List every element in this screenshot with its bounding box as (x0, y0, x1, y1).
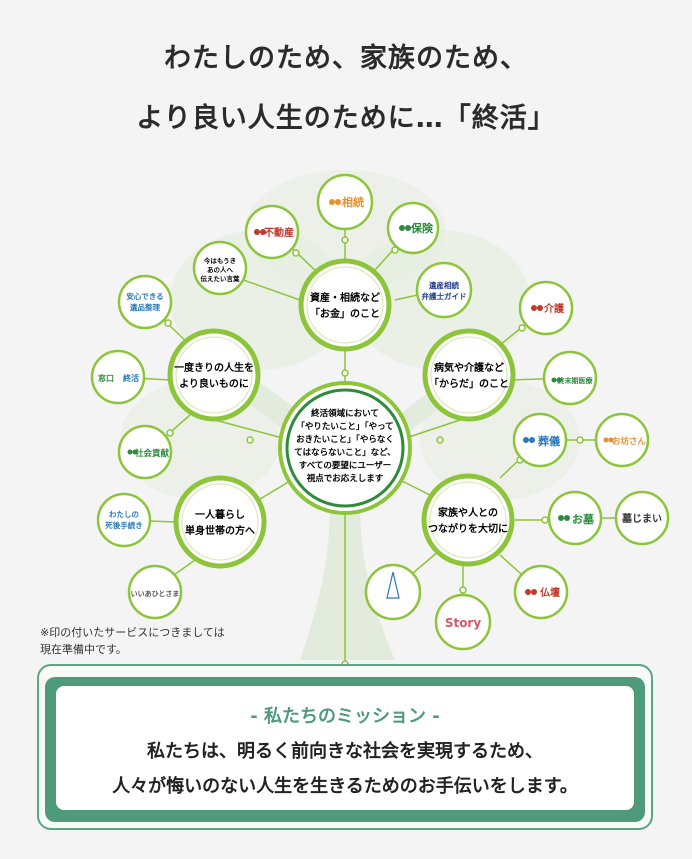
hub-single[interactable]: 一人暮らし 単身世帯の方へ (173, 475, 267, 569)
kotoba-label-1: 今はもうき (204, 256, 236, 265)
center-text-6: 視点でお応えします (306, 473, 384, 484)
kotoba-label-3: 伝えたい言葉 (201, 274, 241, 283)
center-text-5: すべての要望にユーザー (299, 460, 391, 471)
hub-body[interactable]: 病気や介護など 「からだ」のこと (422, 328, 516, 422)
service-story[interactable]: Story (434, 593, 492, 651)
service-obousan[interactable]: お坊さん (594, 412, 650, 468)
story-label: Story (445, 616, 482, 630)
hub-life-text-2: より良いものに (179, 377, 249, 390)
anshin-label-1: 安心できる (126, 291, 163, 301)
service-hakajimai[interactable]: 墓じまい (614, 490, 670, 546)
note-line-2: 現在準備中です。 (40, 643, 127, 656)
service-butsudan[interactable]: 仏壇 (513, 564, 569, 620)
service-mado[interactable]: 窓口 終活 (90, 349, 146, 405)
center-text-2: 「やりたいこと」「やって (296, 421, 393, 432)
center-node: 終活領域において 「やりたいこと」「やって おきたいこと」「やらなく てはならな… (278, 381, 412, 515)
hub-money-text-1: 資産・相続など (310, 291, 380, 304)
kyotaku-label: 終末期医療 (558, 376, 594, 385)
kotoba-label-2: あの人へ (207, 265, 234, 274)
hakajimai-label: 墓じまい (621, 512, 662, 525)
service-event[interactable] (364, 563, 422, 621)
service-kyotaku[interactable]: 終末期医療 (542, 350, 598, 406)
center-text-1: 終活領域において (311, 408, 379, 419)
shakai-label: 社会貢献 (134, 448, 170, 459)
bengoshi-label-1: 遺産相続 (428, 280, 459, 290)
ihai-label: いいあひとさま (131, 589, 180, 598)
ohaka-label: お墓 (572, 512, 595, 526)
service-fudousan[interactable]: 不動産 (244, 204, 300, 260)
service-kaigo[interactable]: 介護 (518, 280, 574, 336)
hub-life[interactable]: 一度きりの人生を より良いものに (167, 328, 261, 422)
mission-line-2: 人々が悔いのない人生を生きるためのお手伝いをします。 (112, 776, 578, 797)
hub-family-text-1: 家族や人との (438, 506, 498, 519)
hub-body-text-2: 「からだ」のこと (429, 377, 509, 390)
anshin-label-2: 遺品整理 (129, 302, 160, 312)
butsudan-label: 仏壇 (540, 586, 560, 599)
hoken-label: 保険 (410, 221, 434, 235)
note-line-1: ※印の付いたサービスにつきましては (40, 626, 225, 639)
service-ohaka[interactable]: お墓 (547, 490, 603, 546)
hub-body-text-1: 病気や介護など (434, 361, 504, 374)
hub-single-text-1: 一人暮らし (195, 508, 245, 521)
service-shakai[interactable]: 社会貢献 (117, 424, 173, 480)
service-anshin[interactable]: 安心できる 遺品整理 (117, 274, 173, 330)
obousan-label: お坊さん (612, 436, 647, 447)
mission-line-1: 私たちは、明るく前向きな社会を実現するため、 (147, 741, 543, 762)
preparation-note: ※印の付いたサービスにつきましては 現在準備中です。 (40, 624, 300, 658)
service-shigo[interactable]: わたしの 死後手続き (96, 492, 152, 548)
service-bengoshi[interactable]: 遺産相続 弁護士ガイド (415, 261, 473, 319)
bengoshi-label-2: 弁護士ガイド (422, 291, 467, 301)
fudousan-label: 不動産 (264, 226, 294, 239)
kaigo-label: 介護 (543, 302, 565, 315)
hub-life-text-1: 一度きりの人生を (174, 361, 254, 374)
title-line-2: より良い人生のために…「終活」 (136, 103, 556, 134)
tower-icon (386, 571, 400, 599)
service-hoken[interactable]: 保険 (386, 201, 440, 255)
service-sougi[interactable]: 葬儀 (512, 412, 568, 468)
hub-money-text-2: 「お金」のこと (310, 307, 380, 320)
shigo-label-1: わたしの (109, 509, 139, 519)
shigo-label-2: 死後手続き (105, 520, 143, 530)
hub-money[interactable]: 資産・相続など 「お金」のこと (298, 258, 392, 352)
mado-label: 窓口 (98, 373, 114, 383)
mado-label-2: 終活 (123, 373, 139, 383)
hub-single-text-2: 単身世帯の方へ (185, 524, 255, 537)
center-text-3: おきたいこと」「やらなく (296, 434, 394, 445)
sougi-label: 葬儀 (538, 434, 560, 448)
mission-box: - 私たちのミッション - 私たちは、明るく前向きな社会を実現するため、 人々が… (56, 686, 634, 810)
title-line-1: わたしのため、家族のため、 (164, 43, 528, 74)
hub-family[interactable]: 家族や人との つながりを大切に (421, 473, 515, 567)
mission-heading: - 私たちのミッション - (250, 706, 440, 727)
hub-family-text-2: つながりを大切に (428, 522, 508, 535)
souzoku-label: 相続 (342, 195, 364, 209)
service-kotoba[interactable]: 今はもうき あの人へ 伝えたい言葉 (192, 240, 248, 296)
service-ihai[interactable]: いいあひとさま (127, 564, 183, 620)
center-text-4: てはならないこと」など、 (294, 447, 395, 458)
service-souzoku[interactable]: 相続 (316, 173, 374, 231)
